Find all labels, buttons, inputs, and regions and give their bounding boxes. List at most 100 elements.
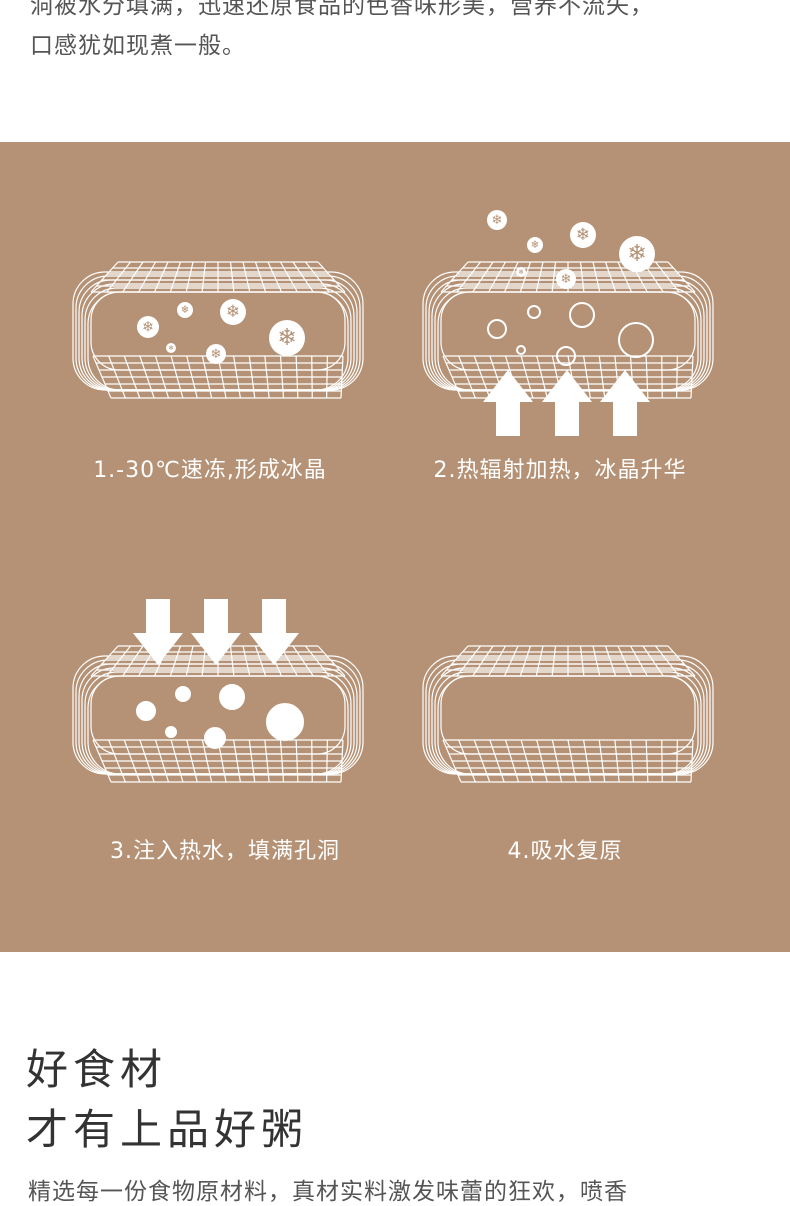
arrow-down-icon [249,599,299,665]
pore-bubble [487,319,507,339]
snowflake-icon: ❄ [627,239,647,267]
grid-line [592,645,601,677]
tube-opening [90,675,346,755]
pore-bubble [527,305,541,319]
grid-line [305,261,330,293]
tube-outline [425,659,711,775]
pore-bubble [569,302,595,328]
ice-crystal [556,269,576,289]
arrow-down-icon [133,599,183,665]
ice-crystal [487,210,507,230]
grid-line [520,355,534,399]
grid-line [92,355,112,399]
grid-line [295,739,299,783]
grid-line [279,355,285,399]
grid-line [311,739,313,783]
grid-line [90,261,119,293]
tube-outline [87,675,349,775]
grid-line [472,645,494,677]
grid-line [519,261,532,293]
grid-line [185,645,194,677]
grid-line [248,355,256,399]
grid-line [489,739,505,783]
ice-crystal [220,299,246,325]
grid-line [504,739,520,783]
ice-crystal [527,237,543,253]
intro-line-1: 洞被水分填满，迅速还原食品的色香味形美，营养不流失， [30,0,654,19]
snowflake-icon: ❄ [576,224,590,244]
grid-line [676,739,678,783]
grid-line [92,739,112,783]
grid-line [551,645,557,677]
grid-line [667,645,696,677]
step-4-illustration [422,645,714,783]
body-text: 精选每一份食物原材料，真材实料激发味蕾的狂欢，喷香 [28,1179,628,1205]
snowflake-icon: ❄ [168,344,173,352]
ice-crystal [269,320,305,356]
grid-line [661,739,663,783]
grid-line [442,355,462,399]
water-drop [219,684,245,710]
arrow-up-icon [600,370,650,436]
snowflake-icon: ❄ [277,323,297,351]
grid-line [292,645,314,677]
heading-line-2: 才有上品好粥 [26,1105,309,1154]
grid-line [186,739,198,783]
grid-line [488,261,507,293]
grid-line [186,355,198,399]
grid-line [169,645,182,677]
grid-line [153,261,169,293]
grid-line [655,261,680,293]
grid-line [122,645,144,677]
ice-crystal [516,267,526,277]
grid-line [458,739,476,783]
grid-line [170,739,184,783]
ice-crystal [206,344,226,364]
grid-line [473,355,491,399]
process-illustrations: ❄❄❄❄❄❄❄❄❄❄❄❄ [72,210,714,783]
grid-line [503,645,519,677]
grid-line [139,739,155,783]
pore-bubble [556,346,576,366]
grid-line [614,739,620,783]
grid-line [170,355,184,399]
arrow-down-icon [191,599,241,665]
intro-line-2: 口感犹如现煮一般。 [30,33,246,59]
tube-opening [440,291,696,371]
tube-outline [75,659,361,775]
grid-line [106,261,131,293]
tube-outline [428,663,708,775]
ice-crystal [177,302,193,318]
pore-bubble [516,345,526,355]
grid-line [201,739,213,783]
grid-line [604,645,617,677]
grid-line [317,261,346,293]
arrow-up-icon [483,370,533,436]
water-drop [204,727,226,749]
grid-line [472,261,494,293]
grid-line [520,739,534,783]
grid-line [229,261,235,293]
grid-line [154,355,170,399]
grid-line [583,739,591,783]
tube-opening [440,675,696,755]
grid-line [201,261,207,293]
grid-line [690,739,694,783]
grid-line [667,261,696,293]
tube-outline [75,275,361,391]
grid-line [535,645,544,677]
grid-line [583,355,591,399]
step-3-illustration [72,645,364,783]
grid-line [456,645,481,677]
grid-line [154,739,170,783]
grid-line [690,355,694,399]
grid-line [311,355,313,399]
grid-line [123,739,141,783]
grid-line [617,261,633,293]
tube-outline [81,283,355,391]
ice-crystal [166,343,176,353]
grid-line [264,739,270,783]
tube-outline [84,287,352,391]
grid-line [536,739,548,783]
step-3-label: 3.注入热水，填满孔洞 [110,839,340,864]
